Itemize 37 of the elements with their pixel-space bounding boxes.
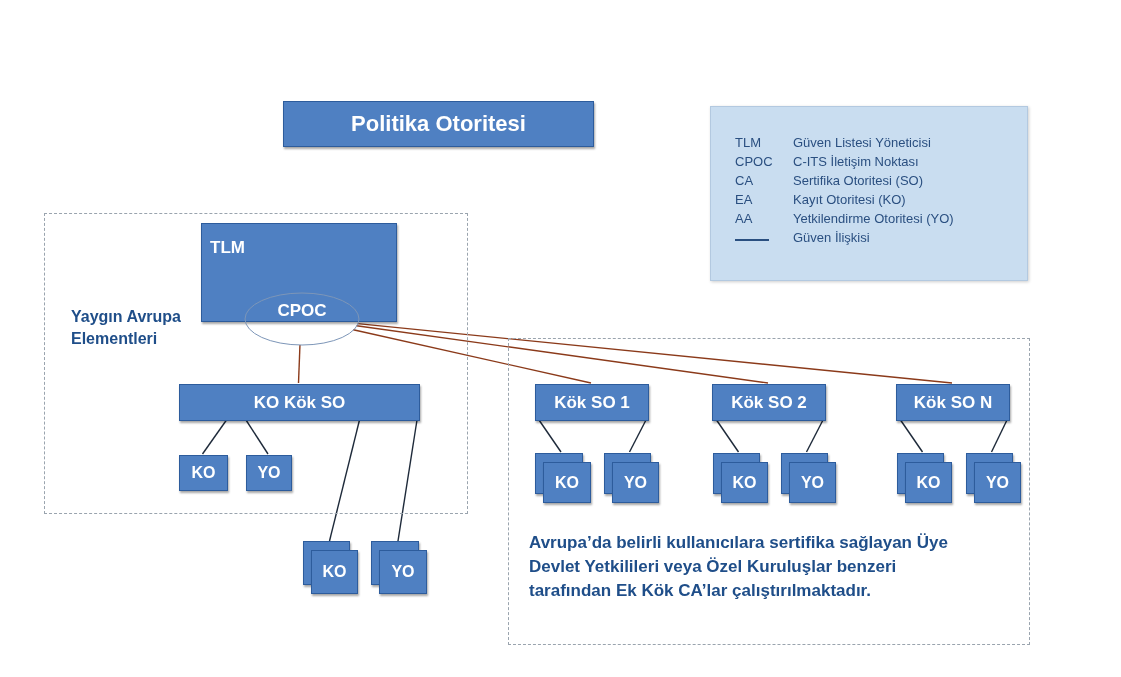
connector-line [357, 322, 953, 384]
connector-line [355, 325, 769, 384]
connector-line [628, 419, 647, 453]
definition: Güven Listesi Yöneticisi [793, 135, 931, 150]
definition: C-ITS İletişim Noktası [793, 154, 919, 169]
ellipse-node: CPOC [244, 292, 360, 346]
connector-line [397, 419, 418, 542]
connector-line [715, 419, 740, 453]
definition: Kayıt Otoritesi (KO) [793, 192, 906, 207]
process-box: Kök SO 2 [712, 384, 826, 421]
connector-line [201, 419, 228, 455]
connector-line [352, 329, 592, 384]
connector-line [297, 344, 301, 384]
dashed-group-frame [44, 213, 468, 514]
title-box: Politika Otoritesi [283, 101, 594, 147]
abbreviation: AA [735, 211, 753, 226]
abbreviation: CPOC [735, 154, 773, 169]
dashed-group-frame [508, 338, 1030, 645]
process-box: KO Kök SO [179, 384, 420, 421]
connector-line [805, 419, 824, 453]
definition: Yetkilendirme Otoritesi (YO) [793, 211, 954, 226]
process-box: Kök SO 1 [535, 384, 649, 421]
process-box: Kök SO N [896, 384, 1010, 421]
group-caption: Avrupa’da belirli kullanıcılara sertifika sağlayan Üye Devlet Yetkilileri veya Özel Kuruluşlar benzeri tarafından Ek Kök CA’lar çalıştırılmaktadır. [529, 532, 949, 602]
abbreviation: TLM [735, 135, 761, 150]
process-box: KO [179, 455, 228, 491]
connector-line [245, 419, 269, 455]
legend-label: Güven İlişkisi [793, 230, 870, 245]
connector-line [328, 419, 361, 542]
process-box: YO [246, 455, 292, 491]
abbreviation: EA [735, 192, 753, 207]
connector-line [990, 419, 1008, 453]
definition: Sertifika Otoritesi (SO) [793, 173, 924, 188]
group-caption: Yaygın Avrupa Elementleri [71, 307, 182, 350]
connector-line [538, 419, 562, 453]
abbreviation: CA [735, 173, 754, 188]
connector-line [899, 419, 924, 453]
